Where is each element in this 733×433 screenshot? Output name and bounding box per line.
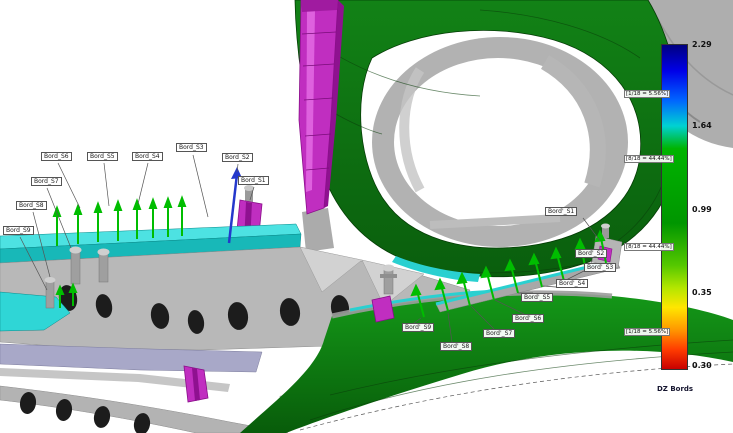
colorbar-title: DZ Bords [657, 385, 694, 393]
measure-label-bord-s9[interactable]: Bord_S9 [3, 226, 34, 235]
load-arrows-right [410, 229, 607, 318]
colorbar-gradient [661, 44, 688, 370]
colorbar-annotation-2: [8/18 = 44.44%] [624, 155, 674, 163]
lower-rail-gray [0, 365, 289, 433]
measure-label-bord-prime-s9[interactable]: Bord'_S9 [402, 323, 435, 332]
measure-label-bord-prime-s3[interactable]: Bord'_S3 [584, 263, 617, 272]
colorbar-tick-max: 2.29 [692, 40, 712, 49]
measure-label-bord-s8[interactable]: Bord_S8 [16, 201, 47, 210]
colorbar-tick-2: 1.64 [692, 121, 712, 130]
measure-label-bord-prime-s4[interactable]: Bord'_S4 [556, 279, 589, 288]
colorbar-annotation-3: [8/18 = 44.44%] [624, 243, 674, 251]
measure-label-bord-s6[interactable]: Bord_S6 [41, 152, 72, 161]
measure-label-bord-prime-s1[interactable]: Bord'_S1 [545, 207, 578, 216]
measure-label-bord-s7[interactable]: Bord_S7 [31, 177, 62, 186]
measure-label-bord-s2[interactable]: Bord_S2 [222, 153, 253, 162]
b-pillar-magenta [298, 0, 344, 252]
load-arrows-left [52, 195, 187, 308]
colorbar-tick-min: 0.30 [692, 361, 712, 370]
lavender-rail [0, 343, 263, 373]
panel-cyan-trim [392, 256, 480, 282]
measure-label-bord-s1[interactable]: Bord_S1 [238, 176, 269, 185]
colorbar-annotation-1: [1/18 = 5.56%] [624, 90, 671, 98]
standoff-bolts-left [44, 246, 110, 309]
colorbar-annotation-4: [1/18 = 5.56%] [624, 328, 671, 336]
measure-label-bord-prime-s2[interactable]: Bord'_S2 [575, 249, 608, 258]
measure-label-bord-prime-s8[interactable]: Bord'_S8 [440, 342, 473, 351]
clamp-magenta-mid [371, 264, 397, 323]
measure-label-bord-s3[interactable]: Bord_S3 [176, 143, 207, 152]
colorbar-tick-4: 0.35 [692, 288, 712, 297]
measure-label-bord-s4[interactable]: Bord_S4 [132, 152, 163, 161]
measure-label-bord-prime-s6[interactable]: Bord'_S6 [512, 314, 545, 323]
measure-label-bord-s5[interactable]: Bord_S5 [87, 152, 118, 161]
measure-label-bord-prime-s7[interactable]: Bord'_S7 [483, 329, 516, 338]
colorbar-tick-3: 0.99 [692, 205, 712, 214]
door-aperture [372, 37, 628, 247]
measure-label-bord-prime-s5[interactable]: Bord'_S5 [521, 293, 554, 302]
